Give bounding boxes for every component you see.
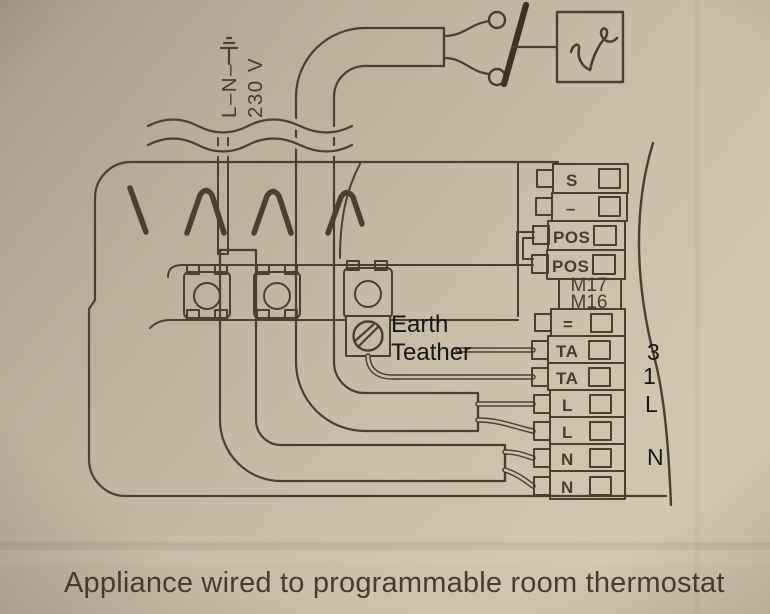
wiring-diagram: L–N– 230 V bbox=[0, 0, 770, 614]
photo-vignette bbox=[0, 0, 770, 614]
photographed-wiring-diagram-page: L–N– 230 V bbox=[0, 0, 770, 614]
